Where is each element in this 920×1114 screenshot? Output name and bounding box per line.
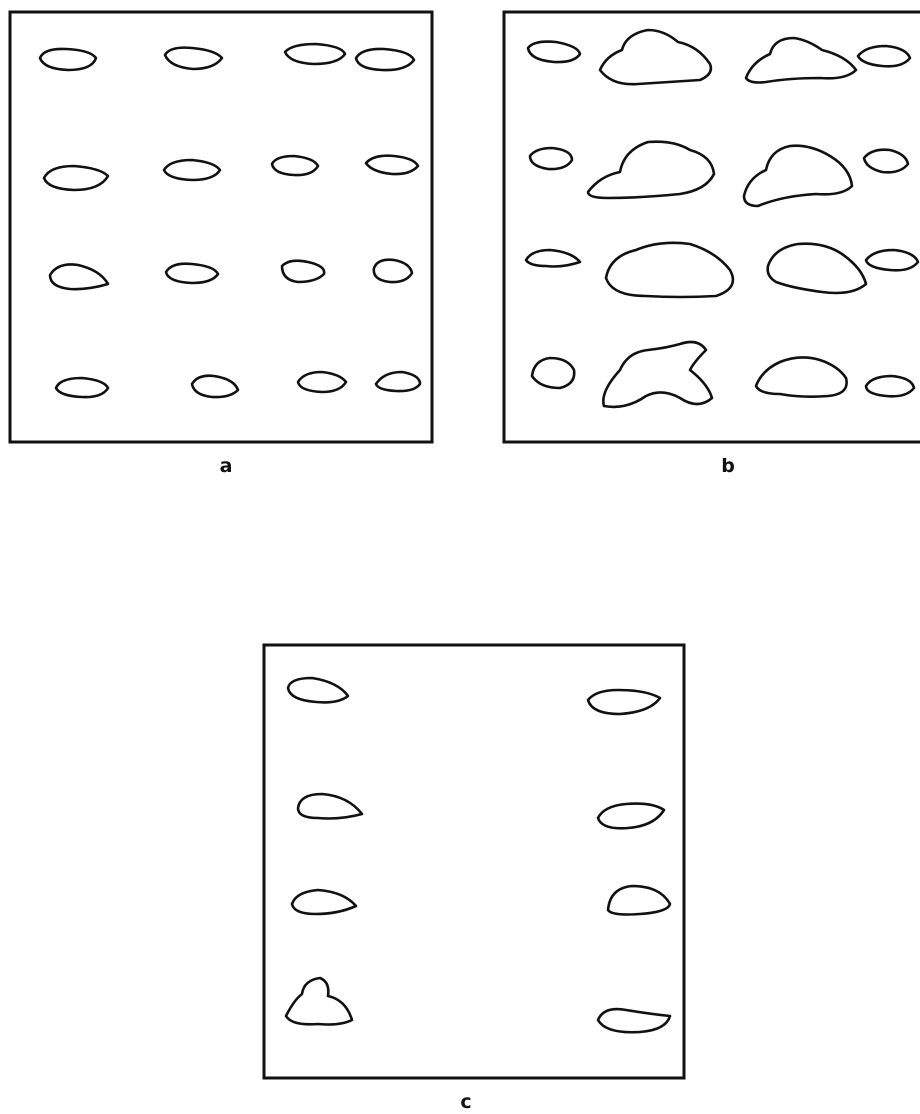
blob-a-10 bbox=[166, 264, 218, 283]
blob-b-13 bbox=[532, 358, 574, 388]
panel-c: c bbox=[264, 645, 684, 1113]
panel-b-blobs bbox=[526, 30, 918, 407]
blob-a-13 bbox=[56, 378, 108, 397]
blob-c-6 bbox=[608, 886, 670, 915]
panel-c-frame bbox=[264, 645, 684, 1078]
blob-b-3 bbox=[746, 38, 856, 83]
blob-c-7 bbox=[286, 978, 352, 1025]
panel-a-label: a bbox=[220, 455, 233, 477]
blob-a-6 bbox=[164, 160, 220, 180]
blob-b-10 bbox=[606, 243, 733, 297]
blob-b-1 bbox=[528, 42, 580, 63]
blob-c-4 bbox=[598, 804, 664, 829]
blob-b-11 bbox=[768, 244, 866, 293]
blob-a-8 bbox=[366, 156, 418, 174]
blob-a-15 bbox=[298, 372, 346, 392]
blob-a-11 bbox=[282, 261, 324, 282]
panel-b-label: b bbox=[721, 455, 735, 477]
blob-b-7 bbox=[744, 146, 852, 206]
blob-b-2 bbox=[600, 30, 711, 84]
blob-b-4 bbox=[858, 46, 910, 66]
blob-a-16 bbox=[376, 372, 420, 391]
blob-b-9 bbox=[526, 250, 580, 267]
blob-c-3 bbox=[298, 794, 362, 819]
blob-a-2 bbox=[165, 48, 222, 69]
blob-c-5 bbox=[292, 890, 356, 914]
blob-c-8 bbox=[598, 1009, 670, 1032]
blob-a-1 bbox=[40, 49, 96, 70]
panel-b: b bbox=[504, 12, 920, 477]
blob-b-6 bbox=[588, 142, 714, 198]
blob-a-3 bbox=[285, 44, 345, 64]
blob-b-8 bbox=[864, 150, 908, 173]
blob-b-14 bbox=[603, 342, 712, 407]
panel-a-blobs bbox=[40, 44, 420, 397]
blob-c-1 bbox=[288, 678, 348, 702]
panel-c-label: c bbox=[460, 1091, 471, 1113]
panel-a: a bbox=[10, 12, 432, 477]
panel-b-frame bbox=[504, 12, 920, 442]
blob-c-2 bbox=[588, 690, 660, 714]
blob-b-12 bbox=[866, 250, 918, 270]
blob-a-9 bbox=[50, 264, 108, 289]
blob-b-5 bbox=[530, 148, 572, 169]
blob-a-4 bbox=[356, 49, 414, 70]
blob-a-7 bbox=[272, 156, 318, 175]
blob-b-15 bbox=[756, 357, 847, 396]
blob-a-14 bbox=[192, 376, 238, 397]
blob-a-5 bbox=[44, 166, 108, 190]
blob-b-16 bbox=[866, 376, 914, 396]
blob-a-12 bbox=[374, 260, 412, 282]
panel-c-blobs bbox=[286, 678, 670, 1032]
